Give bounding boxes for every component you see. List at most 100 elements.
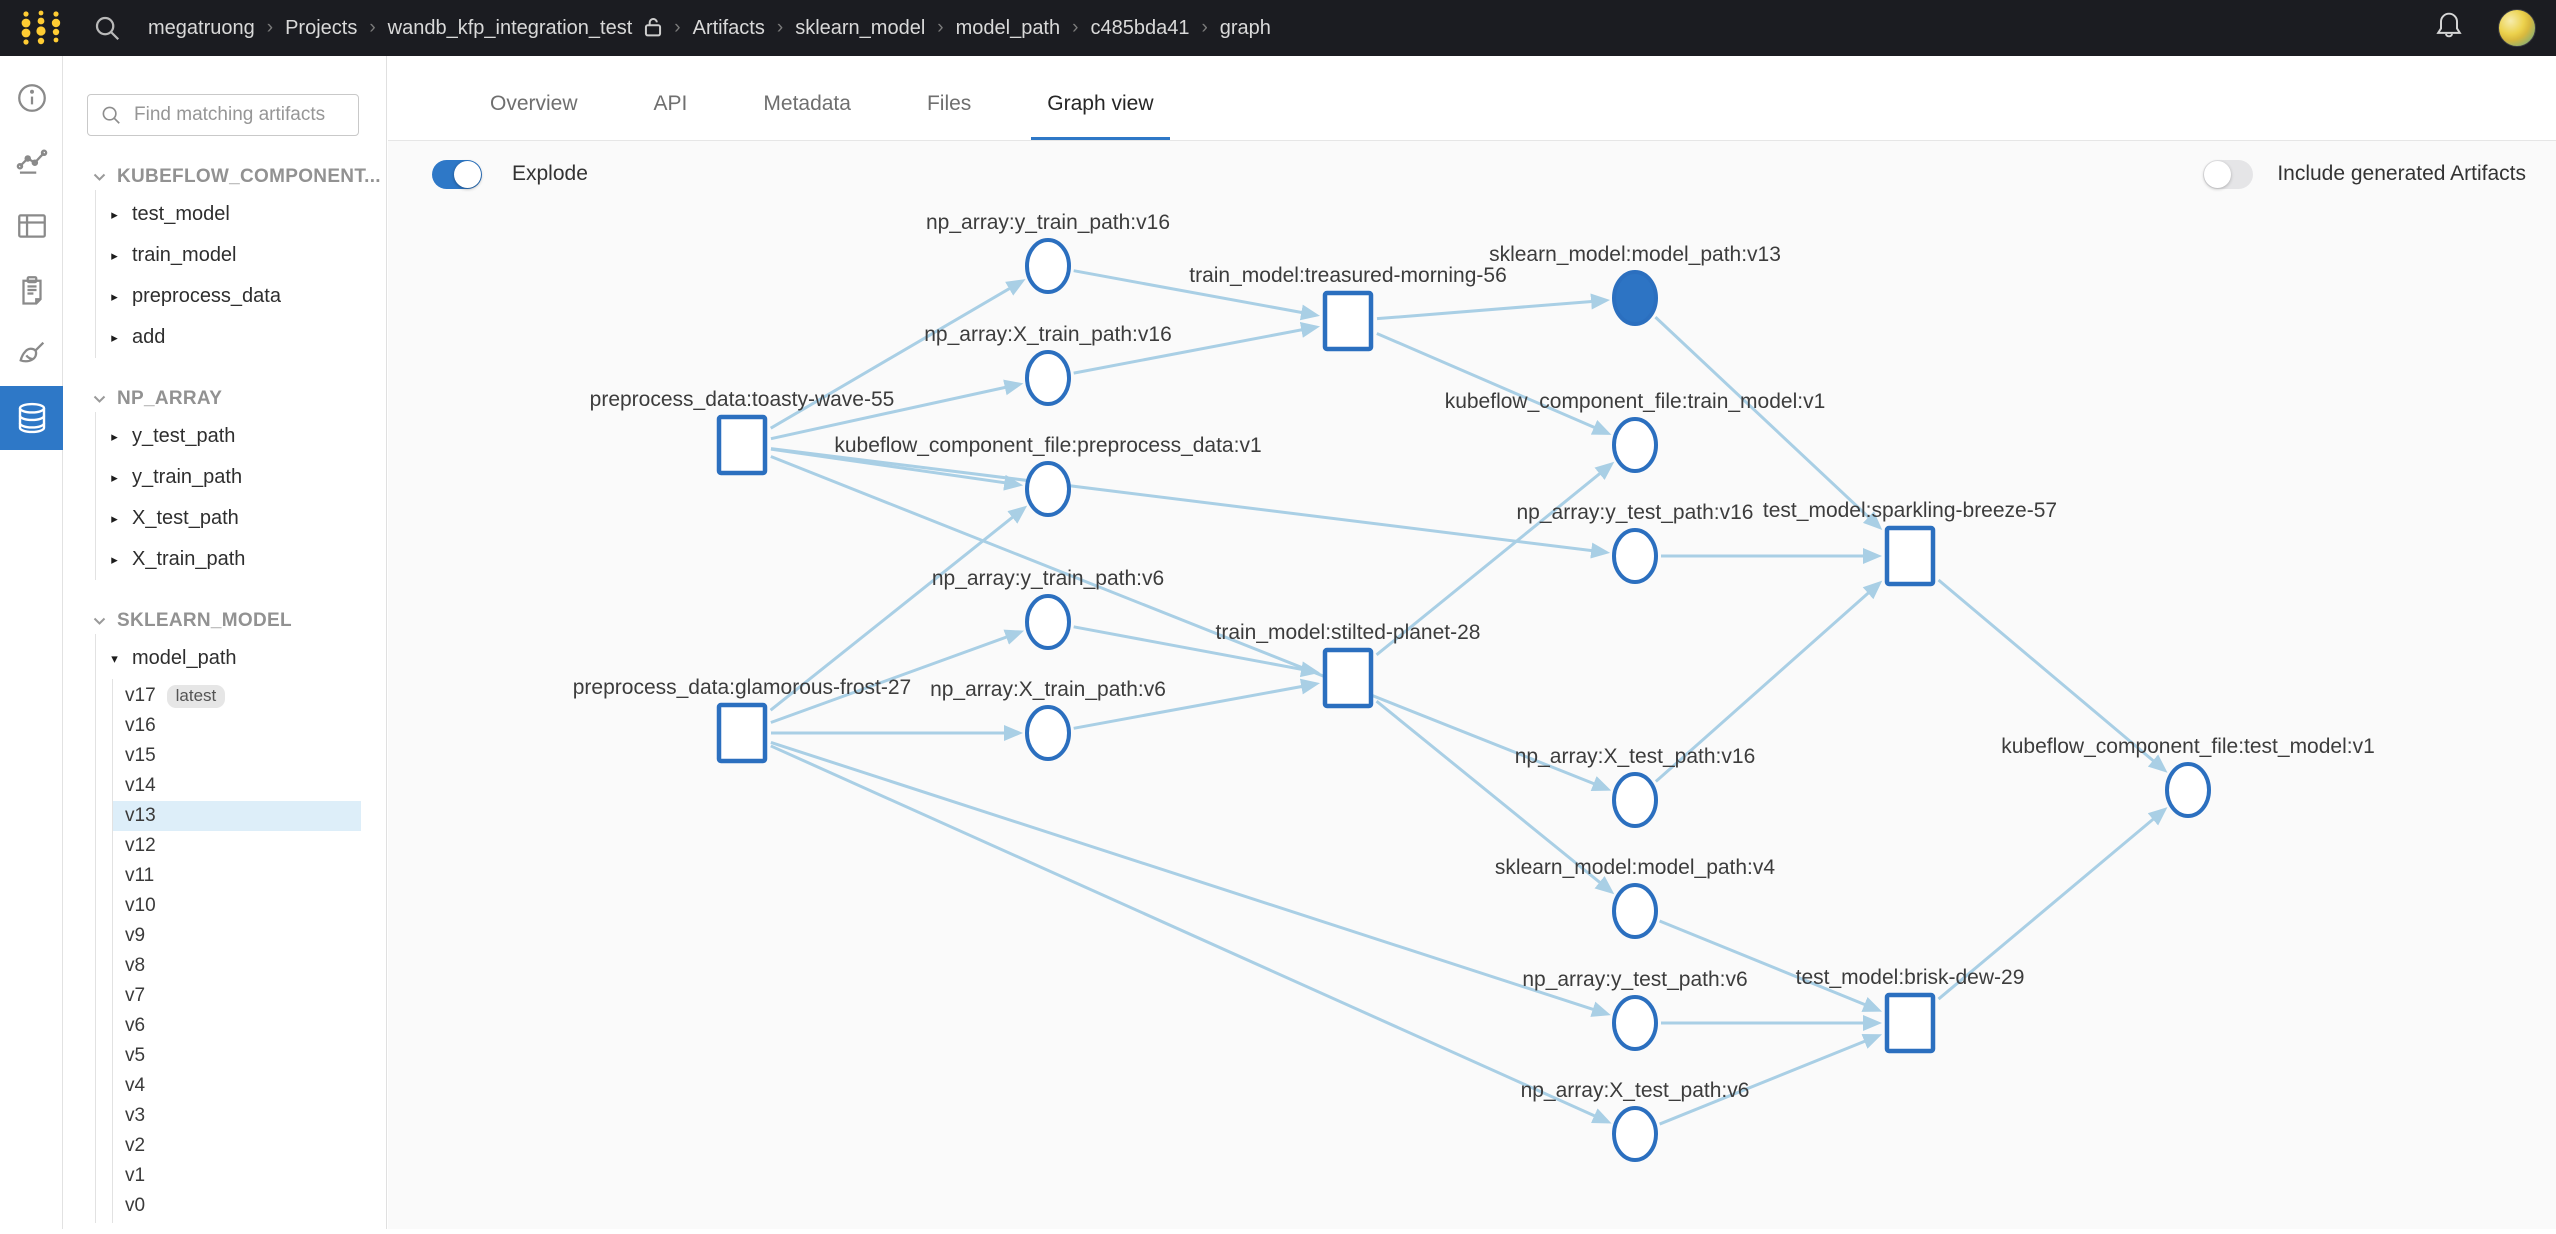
version-row-v15[interactable]: v15 (113, 741, 361, 771)
graph-node-ktrain1[interactable] (1614, 419, 1656, 471)
version-row-v5[interactable]: v5 (113, 1041, 361, 1071)
rail-item-artifacts[interactable] (0, 386, 63, 450)
breadcrumb-item-sklearn-model[interactable]: sklearn_model (795, 17, 925, 40)
breadcrumb-item-graph[interactable]: graph (1220, 17, 1271, 40)
graph-node-label-pre55: preprocess_data:toasty-wave-55 (590, 388, 895, 411)
include-generated-toggle[interactable] (2203, 160, 2253, 189)
version-row-v3[interactable]: v3 (113, 1101, 361, 1131)
graph-node-Xtrain6[interactable] (1027, 707, 1069, 759)
graph-node-test57[interactable] (1887, 528, 1933, 584)
search-icon[interactable] (92, 13, 122, 43)
version-label: v11 (125, 865, 154, 887)
rail-item-logs[interactable] (0, 258, 63, 322)
rail-item-charts[interactable] (0, 130, 63, 194)
graph-edge-pre55-ytest16 (771, 449, 1606, 553)
avatar[interactable] (2498, 9, 2536, 47)
version-row-v12[interactable]: v12 (113, 831, 361, 861)
version-row-v7[interactable]: v7 (113, 981, 361, 1011)
graph-node-model4[interactable] (1614, 885, 1656, 937)
rail-item-info[interactable] (0, 66, 63, 130)
sidebar-item-test-model[interactable]: ▸test_model (96, 194, 386, 235)
version-row-v10[interactable]: v10 (113, 891, 361, 921)
sidebar-item-y-test-path[interactable]: ▸y_test_path (96, 416, 386, 457)
sidebar-item-preprocess-data[interactable]: ▸preprocess_data (96, 276, 386, 317)
version-label: v13 (125, 805, 156, 827)
version-row-v16[interactable]: v16 (113, 711, 361, 741)
chevron-right-separator: › (1201, 17, 1207, 39)
breadcrumb-item-projects[interactable]: Projects (285, 17, 357, 40)
graph-node-model13[interactable] (1614, 272, 1656, 324)
version-row-v6[interactable]: v6 (113, 1011, 361, 1041)
version-row-v2[interactable]: v2 (113, 1131, 361, 1161)
graph-node-label-Xtest6: np_array:X_test_path:v6 (1521, 1079, 1750, 1102)
version-row-v0[interactable]: v0 (113, 1191, 361, 1221)
sidebar-item-x-test-path[interactable]: ▸X_test_path (96, 498, 386, 539)
wandb-logo-icon[interactable] (18, 8, 64, 48)
version-row-v8[interactable]: v8 (113, 951, 361, 981)
graph-node-label-ytest6: np_array:y_test_path:v6 (1522, 968, 1747, 991)
tab-api[interactable]: API (638, 92, 704, 140)
tab-overview[interactable]: Overview (474, 92, 594, 140)
graph-node-Xtrain16[interactable] (1027, 352, 1069, 404)
breadcrumb-item-megatruong[interactable]: megatruong (148, 17, 255, 40)
graph-edge-model13-test57 (1655, 317, 1879, 527)
version-row-v13[interactable]: v13 (113, 801, 361, 831)
tab-graph-view[interactable]: Graph view (1031, 92, 1169, 140)
explode-label: Explode (512, 162, 588, 186)
version-row-v14[interactable]: v14 (113, 771, 361, 801)
version-label: v9 (125, 925, 145, 947)
graph-node-ytrain6[interactable] (1027, 596, 1069, 648)
sidebar-item-model-path[interactable]: ▾model_path (96, 638, 386, 679)
chevron-down-icon (93, 610, 106, 632)
graph-controls: Explode Include generated Artifacts (388, 141, 2556, 207)
breadcrumb-item-model-path[interactable]: model_path (956, 17, 1061, 40)
sidebar-item-x-train-path[interactable]: ▸X_train_path (96, 539, 386, 580)
breadcrumb: megatruong › Projects › wandb_kfp_integratio… (148, 17, 1271, 40)
breadcrumb-item-c485bda41[interactable]: c485bda41 (1090, 17, 1189, 40)
graph-node-kpre1[interactable] (1027, 463, 1069, 515)
rail-item-sweeps[interactable] (0, 322, 63, 386)
include-generated-control: Include generated Artifacts (2203, 160, 2526, 189)
graph-node-ytest16[interactable] (1614, 530, 1656, 582)
chevron-right-separator: › (1072, 17, 1078, 39)
graph-node-Xtest16[interactable] (1614, 774, 1656, 826)
breadcrumb-item-artifacts[interactable]: Artifacts (693, 17, 765, 40)
triangle-right-icon: ▸ (108, 429, 121, 445)
graph-node-label-train28: train_model:stilted-planet-28 (1216, 621, 1481, 644)
sidebar-item-train-model[interactable]: ▸train_model (96, 235, 386, 276)
graph-node-train56[interactable] (1325, 293, 1371, 349)
section-header-np-array[interactable]: NP_ARRAY (63, 386, 386, 412)
sidebar-section-kubeflow-component: KUBEFLOW_COMPONENT... ▸test_model▸train_m… (63, 164, 386, 358)
graph-node-Xtest6[interactable] (1614, 1108, 1656, 1160)
graph-node-pre55[interactable] (719, 417, 765, 473)
tab-metadata[interactable]: Metadata (747, 92, 867, 140)
search-input[interactable] (134, 104, 346, 126)
graph-node-ktest1[interactable] (2167, 764, 2209, 816)
sidebar-item-y-train-path[interactable]: ▸y_train_path (96, 457, 386, 498)
explode-toggle[interactable] (432, 160, 482, 189)
version-label: v4 (125, 1075, 145, 1097)
version-row-v11[interactable]: v11 (113, 861, 361, 891)
graph-node-train28[interactable] (1325, 650, 1371, 706)
bell-icon[interactable] (2434, 10, 2464, 47)
tab-files[interactable]: Files (911, 92, 987, 140)
section-header-sklearn-model[interactable]: SKLEARN_MODEL (63, 608, 386, 634)
version-row-v1[interactable]: v1 (113, 1161, 361, 1191)
section-header-kubeflow-component[interactable]: KUBEFLOW_COMPONENT... (63, 164, 386, 190)
search-icon (100, 104, 122, 126)
graph-node-test29[interactable] (1887, 995, 1933, 1051)
graph-node-ytrain16[interactable] (1027, 240, 1069, 292)
main-panel: Overview API Metadata Files Graph view Explo… (388, 56, 2556, 1229)
graph-node-pre27[interactable] (719, 705, 765, 761)
rail-item-tables[interactable] (0, 194, 63, 258)
chevron-right-separator: › (369, 17, 375, 39)
sidebar-item-add[interactable]: ▸add (96, 317, 386, 358)
version-row-v4[interactable]: v4 (113, 1071, 361, 1101)
graph-node-ytest6[interactable] (1614, 997, 1656, 1049)
breadcrumb-item-wandb-kfp-integration-test[interactable]: wandb_kfp_integration_test (388, 17, 633, 40)
version-row-v9[interactable]: v9 (113, 921, 361, 951)
